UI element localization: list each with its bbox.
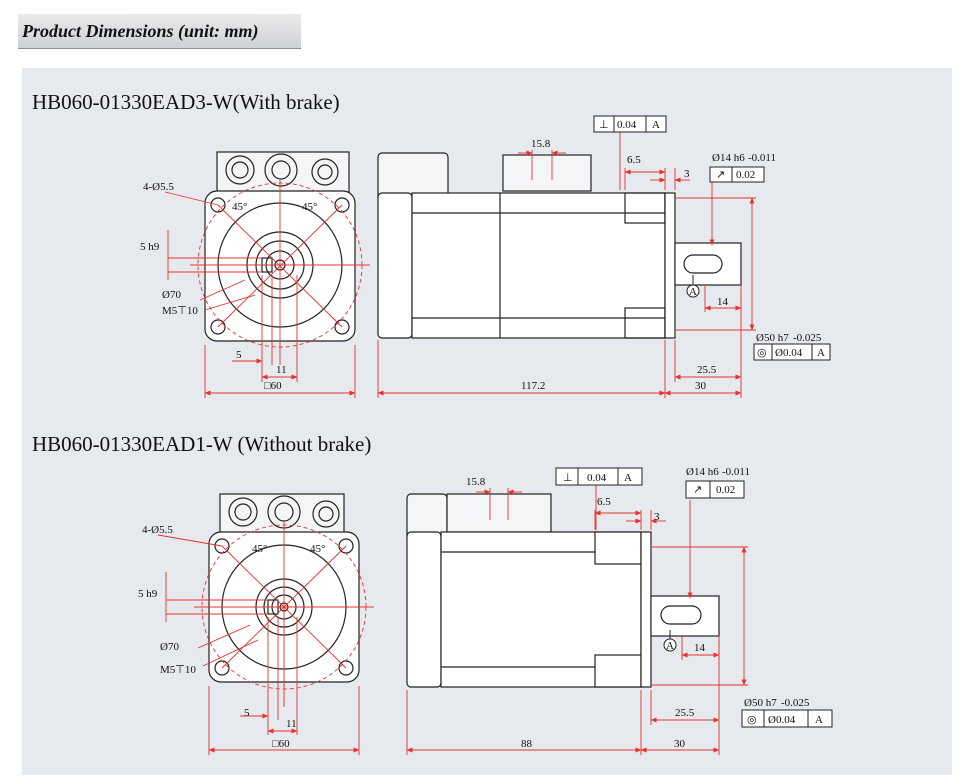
dimension-label: ⊥ [599, 119, 609, 131]
dimension-label: A [689, 286, 697, 298]
dimension-label: 0.04 [617, 119, 637, 131]
dimension-label: 45° [302, 201, 317, 213]
dimension-label: -0.025 [793, 332, 822, 344]
page-title: Product Dimensions (unit: mm) [22, 21, 259, 41]
dimension-label: Ø0.04 [775, 347, 803, 359]
dimension-label: ⊥ [563, 472, 573, 484]
dimension-label: 88 [521, 738, 533, 750]
dimension-label: 6.5 [627, 154, 641, 166]
dimension-label: 0.04 [587, 472, 607, 484]
front-labels-brake: 4-Ø5.5 45° 45° 5 h9 Ø70 M5⊤10 5 11 □60 [140, 181, 317, 392]
dimension-label: A [817, 347, 825, 359]
dimension-label: ↗ [716, 169, 725, 181]
dimension-label: ◎ [757, 347, 767, 359]
dimension-label: ◎ [747, 714, 757, 726]
side-frames-no-brake [555, 467, 833, 728]
dimension-label: Ø14 h6 [686, 466, 719, 478]
dimension-label: -0.011 [722, 466, 750, 478]
dimension-label: A [652, 119, 660, 131]
dimension-label: Ø0.04 [768, 714, 796, 726]
dimension-label: 45° [252, 543, 267, 555]
dimension-label: -0.011 [748, 152, 776, 164]
dimension-label: 0.02 [736, 169, 755, 181]
dimension-label: A [815, 714, 823, 726]
dimension-label: 14 [717, 296, 729, 308]
dimension-label: 5 h9 [138, 588, 158, 600]
side-dims-no-brake [406, 485, 748, 755]
dimension-label: Ø14 h6 [712, 152, 745, 164]
dimension-label: -0.025 [781, 697, 810, 709]
dimension-label: Ø70 [162, 289, 181, 301]
dimension-label: ↗ [693, 484, 702, 496]
dimension-label: 3 [684, 168, 690, 180]
dimension-label: M5⊤10 [162, 305, 198, 317]
side-labels-brake: 117.2 30 25.5 14 6.5 3 15.8 ⊥ 0.04 A Ø14… [521, 119, 825, 392]
side-view-no-brake [406, 493, 720, 688]
dimension-label: 3 [654, 511, 660, 523]
dimension-label: 4-Ø5.5 [142, 524, 173, 536]
dimension-label: A [666, 640, 674, 652]
dimension-label: 15.8 [466, 476, 486, 488]
dimension-label: 30 [695, 380, 707, 392]
dimension-label: M5⊤10 [160, 664, 196, 676]
model-title-no-brake: HB060-01330EAD1-W (Without brake) [32, 432, 372, 456]
dimension-label: Ø70 [160, 641, 179, 653]
dimension-label: □60 [264, 380, 282, 392]
side-view-brake [377, 152, 742, 339]
dimension-label: 5 [236, 349, 242, 361]
dimension-label: 5 [244, 707, 250, 719]
dimension-label: 11 [286, 718, 297, 730]
dimension-label: 11 [276, 364, 287, 376]
dimension-label: 15.8 [531, 138, 551, 150]
section-header: Product Dimensions (unit: mm) [18, 14, 301, 49]
dimension-label: 0.02 [716, 484, 735, 496]
side-frames-brake [593, 115, 831, 361]
dimension-label: 5 h9 [140, 241, 160, 253]
dimension-label: 6.5 [597, 496, 611, 508]
dimension-label: 4-Ø5.5 [143, 181, 174, 193]
dimension-label: 25.5 [697, 364, 717, 376]
model-title-brake: HB060-01330EAD3-W(With brake) [32, 90, 340, 114]
dimension-label: 117.2 [521, 380, 545, 392]
dimension-label: 30 [674, 738, 686, 750]
dimension-label: 14 [694, 642, 706, 654]
dimension-label: Ø50 h7 [744, 697, 777, 709]
side-dims-brake [377, 132, 756, 398]
front-dims-no-brake [157, 522, 374, 755]
dimension-label: □60 [272, 738, 290, 750]
dimension-label: 45° [310, 543, 325, 555]
side-labels-no-brake: 88 30 25.5 14 6.5 3 15.8 ⊥ 0.04 A Ø14 h6… [466, 466, 823, 750]
dimension-label: Ø50 h7 [756, 332, 789, 344]
dimension-label: 25.5 [675, 707, 695, 719]
front-dims-brake [164, 180, 370, 398]
dimension-label: A [624, 472, 632, 484]
dimension-label: 45° [232, 201, 247, 213]
front-labels-no-brake: 4-Ø5.5 45° 45° 5 h9 Ø70 M5⊤10 5 11 □60 [138, 524, 325, 750]
